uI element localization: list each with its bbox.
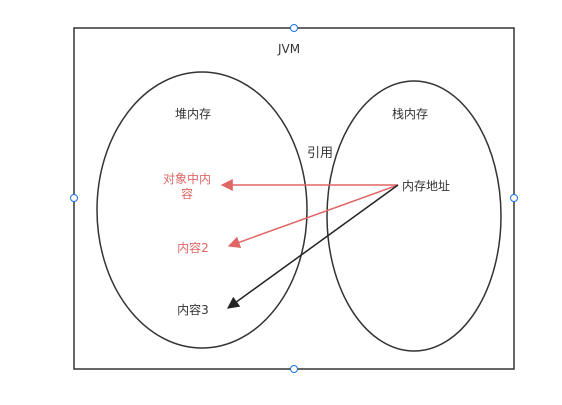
resize-handle-right[interactable]: [510, 194, 518, 202]
heap-title: 堆内存: [174, 107, 212, 121]
stack-ellipse[interactable]: [326, 80, 502, 352]
heap-object-content-line2[interactable]: 容: [180, 187, 194, 201]
heap-ellipse[interactable]: [96, 71, 308, 349]
reference-label: 引用: [307, 146, 334, 161]
heap-object-content3[interactable]: 内容3: [177, 303, 209, 317]
heap-object-content-line1[interactable]: 对象中内: [162, 172, 212, 186]
heap-object-content2[interactable]: 内容2: [177, 241, 209, 255]
resize-handle-left[interactable]: [70, 194, 78, 202]
stack-item-memory-address[interactable]: 内存地址: [402, 179, 451, 193]
resize-handle-bottom[interactable]: [290, 365, 298, 373]
resize-handle-top[interactable]: [290, 24, 298, 32]
jvm-box[interactable]: [73, 27, 515, 370]
jvm-title: JVM: [277, 42, 301, 56]
reference-arrow-to-content2[interactable]: [227, 184, 399, 248]
stack-title: 栈内存: [391, 107, 429, 121]
reference-arrow-to-content3[interactable]: [227, 184, 399, 309]
